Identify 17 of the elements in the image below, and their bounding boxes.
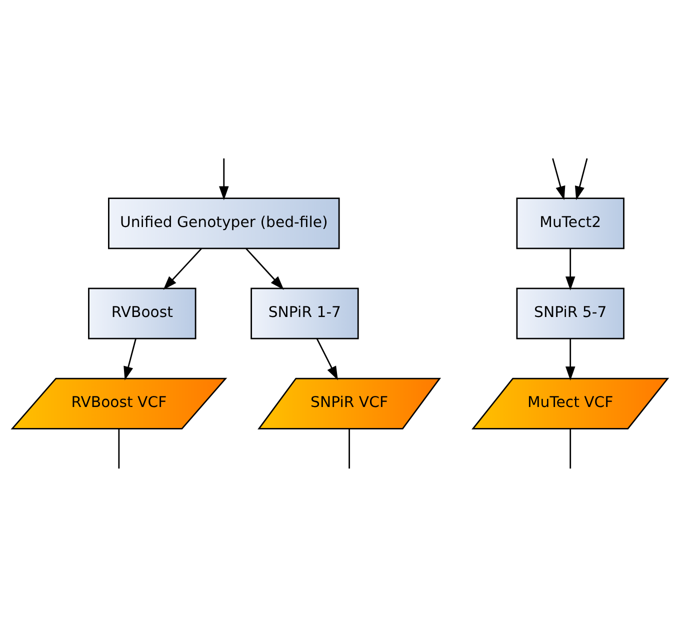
arrow xyxy=(124,338,136,380)
node-box: RVBoost xyxy=(88,288,196,340)
arrow xyxy=(565,338,576,381)
arrow xyxy=(574,158,588,200)
connector xyxy=(348,428,350,469)
node-box: SNPiR 1-7 xyxy=(250,288,359,340)
connector xyxy=(570,428,572,469)
node-box: SNPiR 5-7 xyxy=(516,288,624,340)
arrow xyxy=(316,338,338,380)
arrow xyxy=(246,248,284,290)
arrow xyxy=(219,158,229,200)
arrow xyxy=(565,248,576,290)
connector xyxy=(118,428,120,469)
arrow xyxy=(552,158,566,200)
arrow xyxy=(163,248,202,290)
node-box: Unified Genotyper (bed-file) xyxy=(108,198,340,250)
node-box: MuTect2 xyxy=(516,198,624,250)
